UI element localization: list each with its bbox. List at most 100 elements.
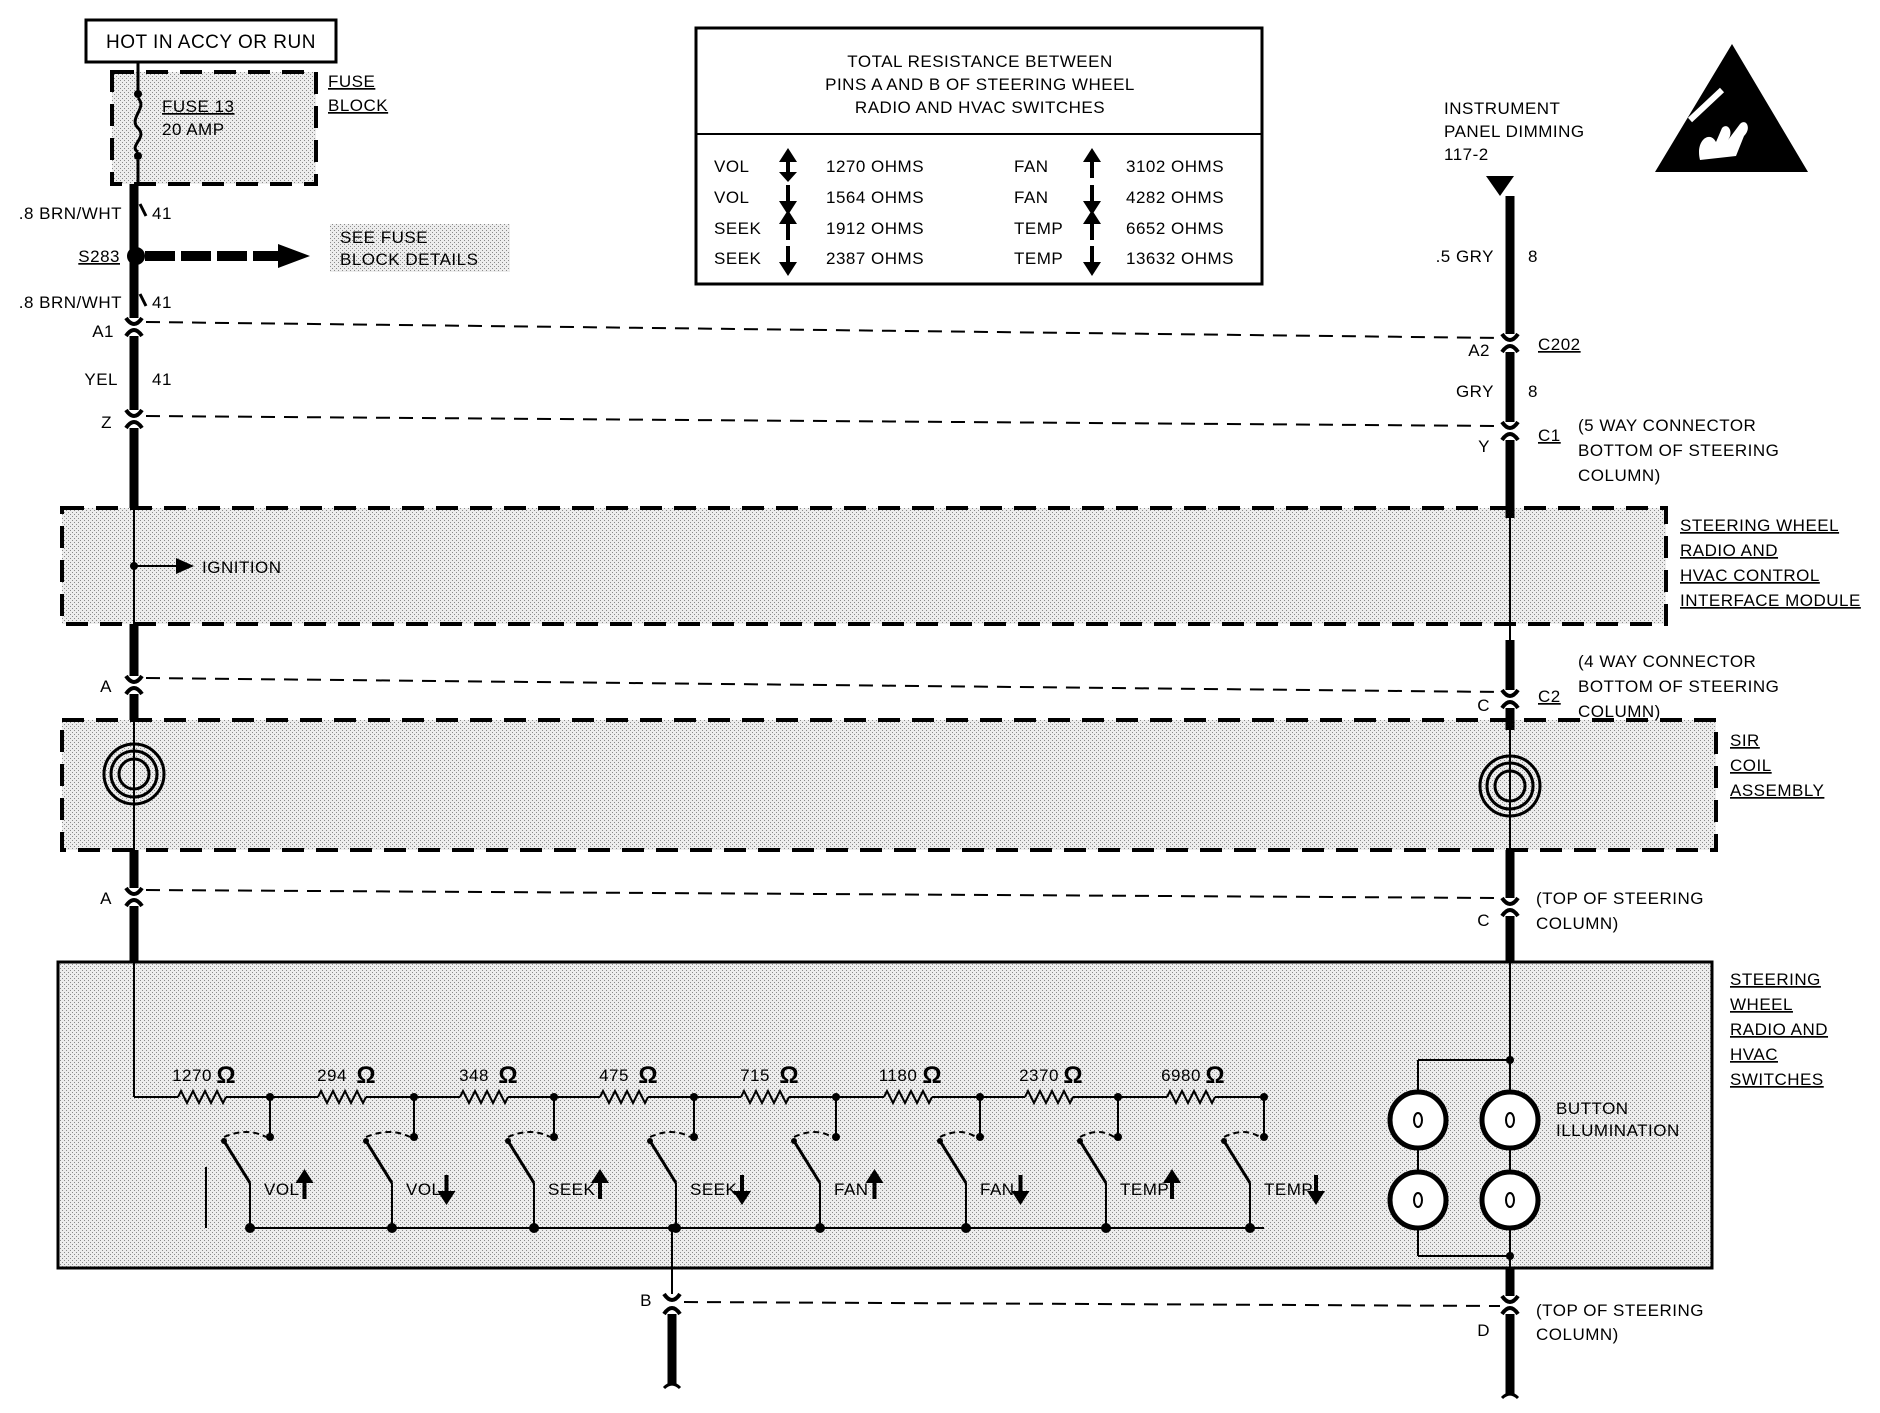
switch-label: TEMP [1264, 1180, 1313, 1199]
ohm-symbol: Ω [1205, 1062, 1224, 1089]
dimming-label-1: INSTRUMENT [1444, 99, 1560, 118]
arrow-up-icon [779, 210, 797, 240]
pin-a-top: A [100, 889, 112, 908]
resistor-value: 1270 [172, 1066, 212, 1085]
c1-label: C1 [1538, 426, 1561, 445]
arrow-down-icon [733, 1175, 751, 1205]
c202-label: C202 [1538, 335, 1581, 354]
arrow-up-icon [295, 1169, 314, 1199]
table-left-value: 1564 OHMS [826, 188, 924, 207]
wire-ticks [138, 203, 148, 307]
arrow-down-icon [1083, 185, 1101, 215]
resistor-value: 475 [599, 1066, 629, 1085]
resistor-icon [883, 1088, 933, 1106]
sir-label-1: SIR [1730, 731, 1760, 750]
fuse-block-label-2: BLOCK [328, 96, 388, 115]
switches-name-1: STEERING [1730, 970, 1821, 989]
left-wire-1-label: .8 BRN/WHT [19, 204, 122, 223]
dimming-arrow-icon [1486, 176, 1514, 196]
table-right-name: TEMP [1014, 219, 1063, 238]
left-wire-2-circuit: 41 [152, 293, 172, 312]
arrow-up-icon [865, 1169, 884, 1199]
c1-note-2: BOTTOM OF STEERING [1578, 441, 1779, 460]
splice-label: S283 [78, 247, 120, 266]
table-title-3: RADIO AND HVAC SWITCHES [855, 98, 1105, 117]
arrow-down-icon [779, 246, 797, 276]
right-wire-1-circuit: 8 [1528, 247, 1538, 266]
left-wire-2-label: .8 BRN/WHT [19, 293, 122, 312]
table-right-value: 3102 OHMS [1126, 157, 1224, 176]
left-wire-3-circuit: 41 [152, 370, 172, 389]
switch-label: VOL [264, 1180, 300, 1199]
arrow-down-icon [437, 1175, 456, 1205]
right-wire-2-label: GRY [1456, 382, 1494, 401]
lamp-icon [1479, 1089, 1541, 1151]
see-fuse-block-shade [330, 224, 510, 272]
sir-label-3: ASSEMBLY [1730, 781, 1824, 800]
ohm-symbol: Ω [356, 1062, 375, 1089]
arrow-down-icon [779, 185, 797, 215]
left-wire-1-circuit: 41 [152, 204, 172, 223]
switch-label: SEEK [548, 1180, 596, 1199]
switch-label: VOL [406, 1180, 442, 1199]
resistor-icon [177, 1088, 227, 1106]
resistor-value: 6980 [1161, 1066, 1201, 1085]
c2-note-1: (4 WAY CONNECTOR [1578, 652, 1756, 671]
ignition-label: IGNITION [202, 558, 282, 577]
splice-s283 [127, 247, 145, 265]
illum-label-1: BUTTON [1556, 1099, 1629, 1118]
table-right-value: 13632 OHMS [1126, 249, 1234, 268]
table-left-value: 2387 OHMS [826, 249, 924, 268]
resistor-icon [317, 1088, 367, 1106]
lamp-icon [1387, 1169, 1449, 1231]
right-sir-coil-icon [1478, 754, 1542, 818]
c2-note-2: BOTTOM OF STEERING [1578, 677, 1779, 696]
pin-a2: A2 [1468, 341, 1490, 360]
pin-c-top: C [1477, 911, 1490, 930]
c1-note-3: COLUMN) [1578, 466, 1661, 485]
table-title-1: TOTAL RESISTANCE BETWEEN [847, 52, 1112, 71]
arrow-up-icon [1163, 1169, 1181, 1199]
bottom-note-2: COLUMN) [1536, 1325, 1619, 1344]
table-left-value: 1912 OHMS [826, 219, 924, 238]
switches-name-5: SWITCHES [1730, 1070, 1824, 1089]
switch-fan-down: FAN [937, 1097, 1030, 1233]
left-sir-coil-icon [102, 742, 166, 806]
arrow-down-icon [1083, 246, 1101, 276]
table-left-name: VOL [714, 188, 750, 207]
switch-label: TEMP [1120, 1180, 1169, 1199]
switch-label: FAN [980, 1180, 1015, 1199]
table-right-name: TEMP [1014, 249, 1063, 268]
switch-temp-down: TEMP [1221, 1097, 1325, 1233]
resistor-value: 294 [317, 1066, 347, 1085]
pin-d: D [1477, 1321, 1490, 1340]
see-fuse-2: BLOCK DETAILS [340, 250, 478, 269]
switch-label: SEEK [690, 1180, 738, 1199]
lamp-icon [1387, 1089, 1449, 1151]
table-left-value: 1270 OHMS [826, 157, 924, 176]
pin-a1: A1 [92, 322, 114, 341]
table-right-name: FAN [1014, 188, 1049, 207]
module-name-4: INTERFACE MODULE [1680, 591, 1861, 610]
resistor-value: 2370 [1019, 1066, 1059, 1085]
dimming-label-2: PANEL DIMMING [1444, 122, 1585, 141]
module-name-3: HVAC CONTROL [1680, 566, 1820, 585]
arrow-down-icon [1307, 1175, 1325, 1205]
c2-label: C2 [1538, 687, 1561, 706]
c1-note-1: (5 WAY CONNECTOR [1578, 416, 1756, 435]
arrow-updown-icon [779, 148, 797, 182]
table-left-name: VOL [714, 157, 750, 176]
hot-label-box [84, 18, 338, 64]
ohm-symbol: Ω [638, 1062, 657, 1089]
arrow-up-icon [1083, 148, 1101, 178]
pin-y: Y [1478, 437, 1490, 456]
bottom-note-1: (TOP OF STEERING [1536, 1301, 1704, 1320]
button-illumination [1387, 1059, 1541, 1268]
fuse-label: FUSE 13 [162, 97, 234, 116]
resistor-icon [599, 1088, 649, 1106]
